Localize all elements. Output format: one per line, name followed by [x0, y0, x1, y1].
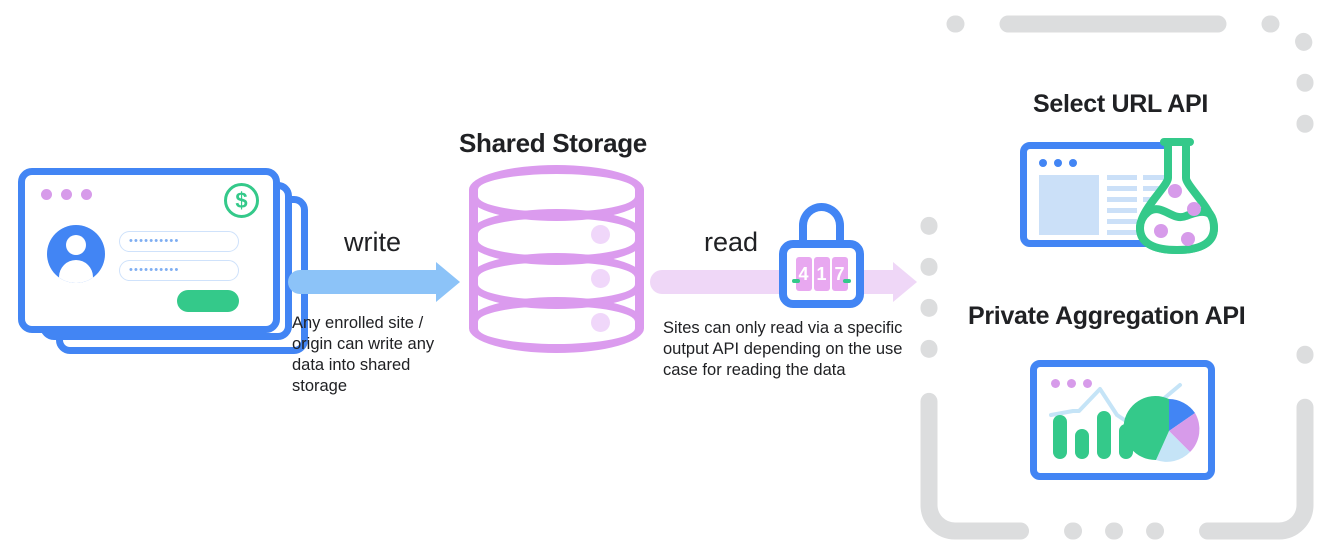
cylinder-band-top	[469, 165, 644, 221]
window-dots-icon	[1051, 379, 1092, 388]
cylinder-side-right	[635, 193, 644, 325]
window-dots-icon	[1039, 159, 1077, 167]
lock-body: 4 1 7	[779, 240, 864, 308]
source-sites-icon: $ •••••••••• ••••••••••	[14, 168, 314, 368]
database-cylinder-icon	[469, 165, 644, 355]
username-masked-value: ••••••••••	[129, 235, 180, 247]
lock-dial-2: 1	[813, 257, 830, 291]
password-masked-value: ••••••••••	[129, 264, 180, 276]
write-arrow-shaft	[288, 270, 440, 294]
cylinder-record-dot	[591, 313, 610, 332]
panel-dashed-border	[920, 15, 1314, 540]
browser-window-frame	[1030, 360, 1215, 480]
read-description: Sites can only read via a specific outpu…	[663, 319, 903, 379]
lock-dash-right	[843, 279, 851, 283]
content-lines-left	[1107, 175, 1137, 235]
cylinder-record-dot	[591, 269, 610, 288]
flask-icon	[1136, 138, 1218, 254]
combination-lock-icon: 4 1 7	[779, 203, 864, 308]
mini-chart	[1049, 383, 1200, 462]
avatar	[47, 225, 105, 283]
browser-with-flask-icon	[1020, 138, 1225, 254]
read-arrow-head	[893, 262, 917, 302]
write-description: Any enrolled site / origin can write any…	[292, 314, 435, 395]
lock-dial-3: 7	[831, 257, 848, 291]
lock-dash-left	[792, 279, 800, 283]
window-dots-icon	[41, 189, 92, 200]
read-label: read	[704, 227, 759, 257]
submit-button[interactable]	[177, 290, 239, 312]
shared-storage-title: Shared Storage	[459, 128, 647, 158]
write-arrow-head	[436, 262, 460, 302]
cylinder-side-left	[469, 193, 478, 325]
browser-card-front: $ •••••••••• ••••••••••	[18, 168, 280, 333]
write-label: write	[344, 227, 402, 257]
private-aggregation-api-title: Private Aggregation API	[968, 302, 1246, 330]
browser-with-charts-icon	[1030, 360, 1215, 480]
output-apis-panel	[920, 15, 1314, 540]
select-url-api-title: Select URL API	[1033, 90, 1209, 118]
username-field[interactable]: ••••••••••	[119, 231, 239, 252]
dollar-badge-icon: $	[224, 183, 259, 218]
cylinder-record-dot	[591, 225, 610, 244]
lock-dial-1: 4	[795, 257, 812, 291]
content-block	[1039, 175, 1099, 235]
password-field[interactable]: ••••••••••	[119, 260, 239, 281]
